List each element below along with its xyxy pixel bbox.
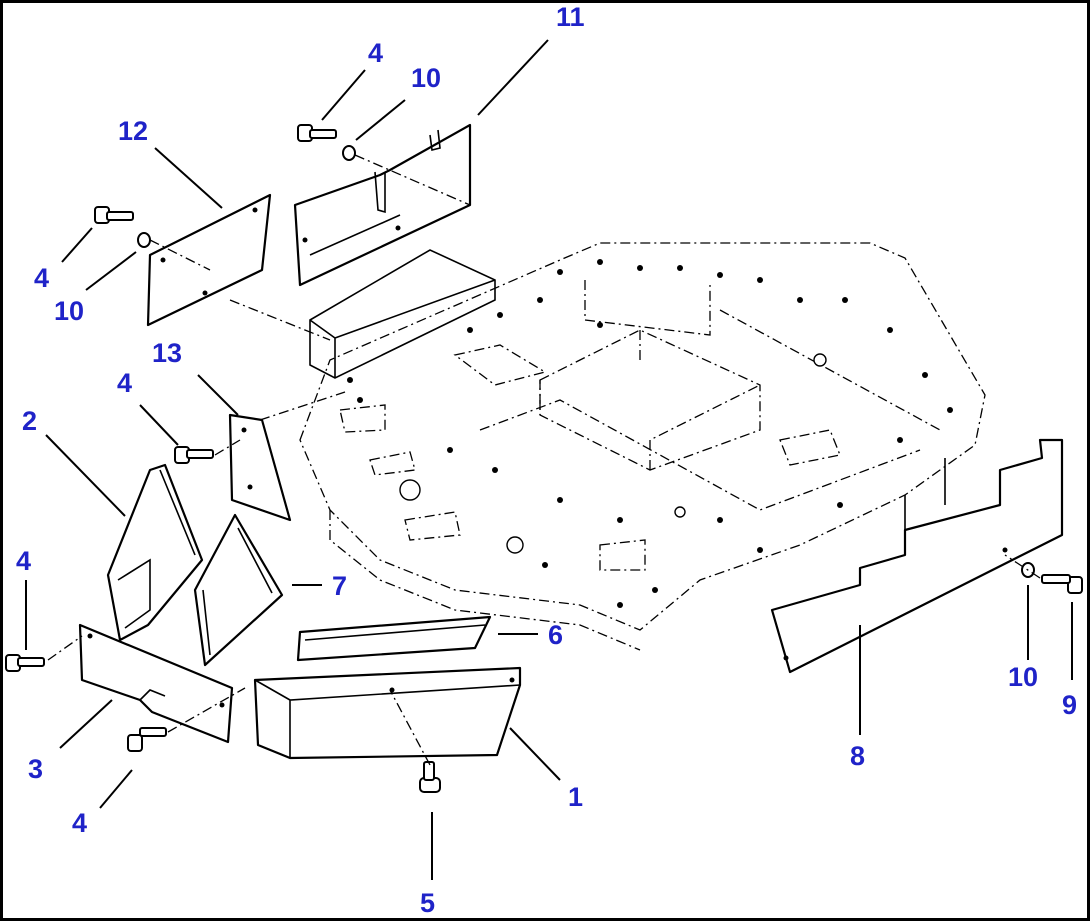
callout-2: 2 [22, 406, 37, 436]
callout-10: 10 [54, 296, 84, 326]
callout-7: 7 [332, 571, 347, 601]
callout-1: 1 [568, 782, 583, 812]
assembly-lines [47, 154, 1041, 766]
part-11-cover [293, 123, 472, 287]
bolt-icon [297, 124, 337, 142]
callout-10: 10 [411, 63, 441, 93]
part-7-plate [193, 513, 284, 667]
revolving-frame [299, 242, 986, 651]
part-1-cover [253, 666, 522, 760]
part-8-cover [770, 438, 1064, 674]
callout-5: 5 [420, 888, 435, 918]
bolt-icon [127, 727, 167, 752]
callout-4: 4 [16, 546, 31, 576]
callout-3: 3 [28, 754, 43, 784]
leader-lines [25, 39, 1073, 880]
callout-6: 6 [548, 620, 563, 650]
part-12-cover [146, 193, 272, 327]
callout-4: 4 [117, 368, 132, 398]
bolt-icon [1041, 574, 1083, 594]
callout-11: 11 [556, 2, 585, 32]
bolt-icon [419, 761, 441, 793]
callout-4: 4 [368, 38, 383, 68]
callouts: 11 4 10 12 4 10 13 4 2 4 7 6 3 4 1 5 8 1… [16, 2, 1077, 918]
callout-4: 4 [34, 263, 49, 293]
frame-box-left [309, 249, 496, 379]
bolt-icon [5, 654, 45, 672]
bolt-icon [174, 446, 214, 464]
part-3-plate [78, 623, 234, 744]
washer-icon [137, 145, 1035, 578]
callout-4: 4 [72, 808, 87, 838]
callout-13: 13 [152, 338, 182, 368]
part-13-plate [228, 413, 292, 522]
bolt-icon [94, 206, 134, 224]
callout-12: 12 [118, 116, 148, 146]
part-6-strip [296, 615, 492, 662]
callout-8: 8 [850, 741, 865, 771]
callout-9: 9 [1062, 690, 1077, 720]
callout-10: 10 [1008, 662, 1038, 692]
part-2-bracket [106, 463, 204, 642]
